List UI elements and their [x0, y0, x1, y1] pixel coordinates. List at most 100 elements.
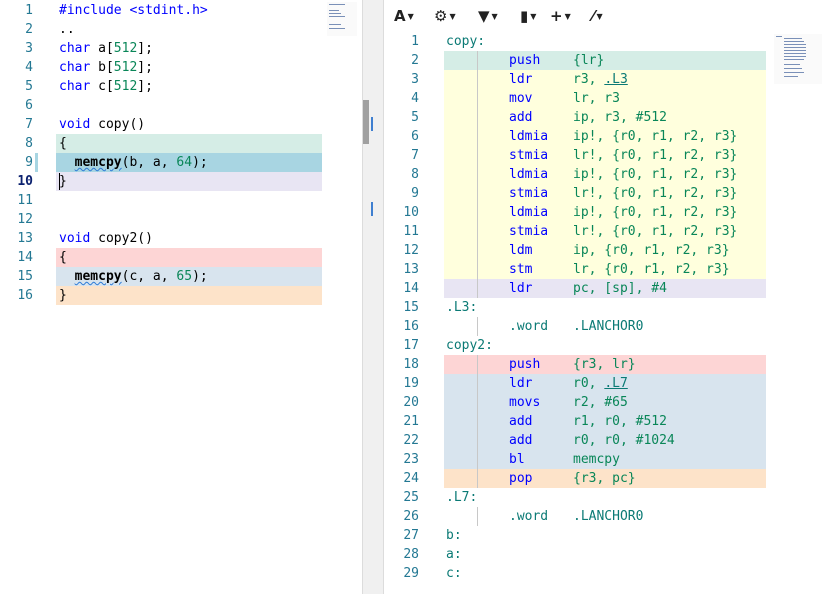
line-highlight	[56, 153, 322, 172]
source-line[interactable]: 1#include <stdint.h>	[0, 1, 322, 20]
asm-line[interactable]: 26.word.LANCHOR0	[384, 507, 768, 526]
line-highlight	[444, 70, 766, 89]
line-highlight	[444, 469, 766, 488]
line-number: 24	[403, 471, 419, 486]
indent-guide	[477, 317, 478, 336]
scroll-thumb[interactable]	[363, 100, 369, 144]
asm-label: .L3:	[446, 300, 478, 315]
source-line[interactable]: 16}	[0, 286, 322, 305]
pane-splitter[interactable]	[362, 0, 384, 594]
add-tool-button[interactable]: +▼	[550, 5, 571, 27]
line-number: 4	[411, 91, 419, 106]
font-size-button[interactable]: A▼	[394, 5, 414, 27]
indent-guide	[477, 393, 478, 412]
indent-guide	[477, 374, 478, 393]
line-number: 13	[403, 262, 419, 277]
source-line[interactable]: 2..	[0, 20, 322, 39]
line-highlight	[444, 184, 766, 203]
line-number: 25	[403, 490, 419, 505]
line-highlight	[444, 165, 766, 184]
asm-operand: ip, r3, #512	[573, 110, 667, 125]
source-line[interactable]: 6	[0, 96, 322, 115]
label-link[interactable]: .L7	[604, 376, 628, 391]
asm-line[interactable]: 25.L7:	[384, 488, 768, 507]
asm-operands: .LANCHOR0	[573, 507, 643, 526]
tools-button[interactable]: ⁄▼	[592, 5, 603, 27]
line-number: 14	[17, 250, 33, 265]
source-line[interactable]: 10}	[0, 172, 322, 191]
compiler-toolbar: A▼ ⚙▼ ▼▼ ▮▼ +▼ ⁄▼	[384, 0, 828, 32]
asm-operand: lr!, {r0, r1, r2, r3}	[573, 186, 738, 201]
line-highlight	[56, 172, 322, 191]
asm-line[interactable]: 15.L3:	[384, 298, 768, 317]
source-line[interactable]: 15 memcpy(c, a, 65);	[0, 267, 322, 286]
label-link[interactable]: .L3	[604, 72, 628, 87]
line-highlight	[56, 134, 322, 153]
asm-operand: .LANCHOR0	[573, 509, 644, 524]
source-line[interactable]: 14{	[0, 248, 322, 267]
code-token: char	[59, 79, 91, 94]
source-code: char b[512];	[59, 58, 153, 77]
asm-label: copy:	[446, 34, 486, 49]
line-highlight	[444, 222, 766, 241]
asm-operands: r3, .L3	[573, 70, 628, 89]
source-minimap[interactable]	[327, 2, 357, 36]
line-number: 15	[17, 269, 33, 284]
source-line[interactable]: 11	[0, 191, 322, 210]
asm-operands: lr!, {r0, r1, r2, r3}	[573, 184, 737, 203]
asm-operand: r2, #65	[573, 395, 628, 410]
asm-operand: {r3, pc}	[573, 471, 636, 486]
source-line[interactable]: 8{	[0, 134, 322, 153]
asm-line[interactable]: 16.word.LANCHOR0	[384, 317, 768, 336]
asm-operands: memcpy	[573, 450, 620, 469]
asm-mnemonic: stmia	[509, 148, 549, 163]
asm-mnemonic: ldr	[509, 376, 533, 391]
assembly-minimap[interactable]	[774, 34, 822, 84]
function-call: memcpy	[74, 155, 122, 170]
code-token: ..	[59, 22, 75, 37]
source-line[interactable]: 12	[0, 210, 322, 229]
code-token: }	[59, 174, 67, 189]
filter-button[interactable]: ▼▼	[478, 5, 498, 27]
font-size-icon: A	[394, 7, 406, 25]
line-highlight	[444, 241, 766, 260]
line-number: 6	[25, 98, 33, 113]
settings-button[interactable]: ⚙▼	[434, 5, 456, 27]
function-call: memcpy	[74, 269, 122, 284]
asm-operands: lr, r3	[573, 89, 620, 108]
libraries-button[interactable]: ▮▼	[520, 5, 536, 27]
source-line[interactable]: 9 memcpy(b, a, 64);	[0, 153, 322, 172]
